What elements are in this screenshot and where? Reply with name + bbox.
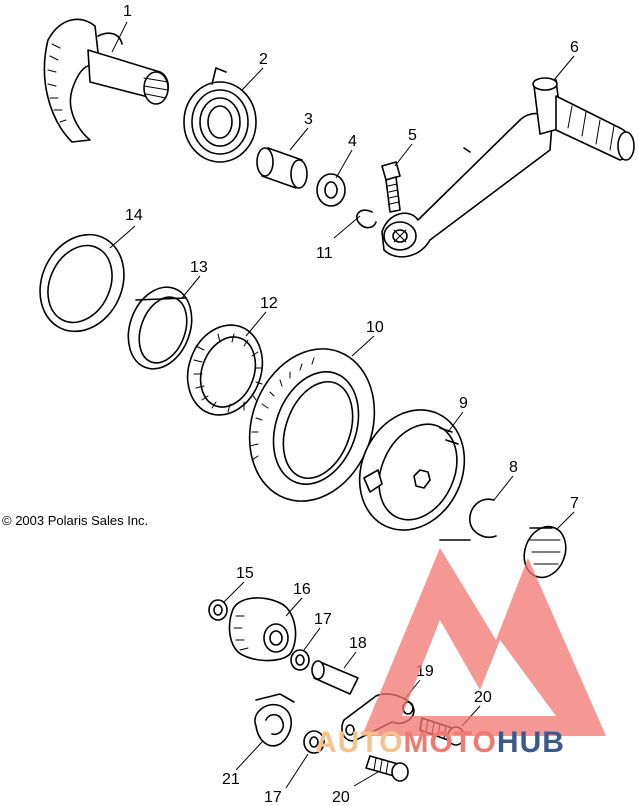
callout-9: 9 bbox=[459, 395, 468, 412]
callout-13: 13 bbox=[190, 259, 208, 276]
copyright-notice: © 2003 Polaris Sales Inc. bbox=[2, 513, 148, 528]
callout-21: 21 bbox=[222, 771, 240, 788]
part-12-needle-bearing bbox=[186, 324, 264, 416]
watermark-triangle-icon bbox=[362, 548, 606, 736]
part-7-hub bbox=[523, 525, 567, 579]
watermark-logo: AUTOMOTOHUB bbox=[315, 548, 606, 759]
part-18-pin bbox=[311, 660, 359, 695]
callout-14: 14 bbox=[125, 207, 143, 224]
part-17-washer-lower bbox=[303, 730, 325, 754]
svg-text:AUTOMOTOHUB: AUTOMOTOHUB bbox=[315, 726, 565, 759]
callout-6: 6 bbox=[570, 39, 579, 56]
callout-12: 12 bbox=[260, 295, 278, 312]
callout-17-lower: 17 bbox=[264, 789, 282, 806]
callout-8: 8 bbox=[509, 459, 518, 476]
part-17-washer-upper bbox=[290, 649, 310, 671]
part-11-snap-ring bbox=[356, 209, 377, 229]
callout-1: 1 bbox=[123, 3, 132, 20]
watermark-text-hub: HUB bbox=[497, 726, 565, 759]
callout-17-upper: 17 bbox=[314, 611, 332, 628]
callout-10: 10 bbox=[366, 319, 384, 336]
callout-2: 2 bbox=[259, 51, 268, 68]
watermark-text-auto: AUTO bbox=[315, 726, 403, 759]
part-20-bolt-lower bbox=[365, 755, 409, 782]
part-4-washer bbox=[316, 173, 346, 207]
part-16-gear bbox=[228, 597, 297, 662]
part-14-friction-ring bbox=[39, 233, 125, 333]
part-5-bolt bbox=[381, 161, 401, 213]
watermark-text-moto: MOTO bbox=[403, 726, 496, 759]
part-9-clutch-drum bbox=[358, 409, 466, 531]
callout-7: 7 bbox=[570, 495, 579, 512]
callout-3: 3 bbox=[304, 111, 313, 128]
part-1-kick-shaft bbox=[43, 18, 170, 143]
callout-5: 5 bbox=[408, 127, 417, 144]
part-15-washer bbox=[208, 599, 228, 621]
callout-20-upper: 20 bbox=[474, 689, 492, 706]
part-3-bushing bbox=[256, 147, 308, 189]
callout-16: 16 bbox=[293, 581, 311, 598]
callout-15: 15 bbox=[236, 565, 254, 582]
callout-labels: 1 2 3 4 5 6 7 8 9 10 11 12 13 14 15 16 1… bbox=[123, 3, 579, 806]
part-8-circlip bbox=[439, 498, 497, 541]
part-21-spring-clip bbox=[254, 693, 295, 747]
callout-11: 11 bbox=[316, 245, 333, 262]
part-2-spring bbox=[183, 67, 257, 163]
part-13-ring bbox=[127, 286, 193, 370]
callout-20-lower: 20 bbox=[332, 789, 350, 806]
callout-4: 4 bbox=[348, 133, 357, 150]
part-6-kick-lever bbox=[381, 77, 635, 258]
callout-18: 18 bbox=[349, 635, 367, 652]
part-10-ring-gear bbox=[248, 348, 376, 502]
